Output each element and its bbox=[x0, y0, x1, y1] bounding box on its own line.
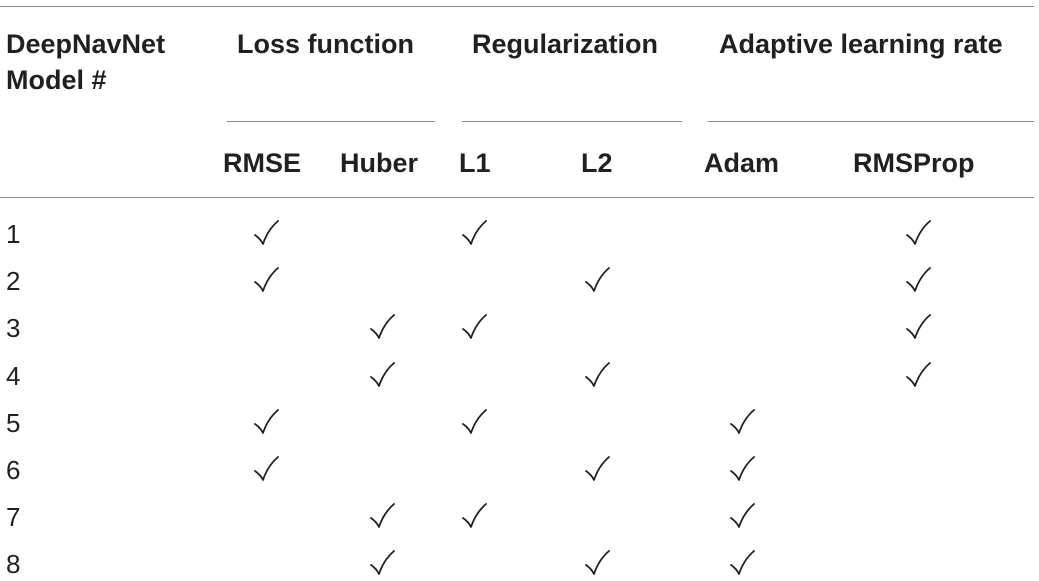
column-header-adam: Adam bbox=[704, 148, 780, 178]
column-header-rmsprop: RMSProp bbox=[853, 148, 975, 178]
table-header-rule bbox=[0, 197, 1034, 198]
checkmark-icon bbox=[729, 503, 755, 529]
row-model-number: 4 bbox=[6, 360, 21, 391]
row-model-number: 8 bbox=[6, 549, 21, 580]
checkmark-icon bbox=[253, 267, 279, 293]
checkmark-icon bbox=[584, 361, 610, 388]
checkmark-icon bbox=[584, 550, 610, 576]
row-model-number: 3 bbox=[6, 313, 21, 344]
checkmark-icon bbox=[729, 456, 755, 482]
table-top-rule bbox=[0, 6, 1034, 7]
checkmark-icon bbox=[905, 314, 931, 340]
checkmark-icon bbox=[369, 314, 395, 340]
column-header-l2: L2 bbox=[581, 148, 613, 178]
checkmark-icon bbox=[253, 220, 279, 246]
column-header-l1: L1 bbox=[459, 148, 491, 178]
checkmark-icon bbox=[729, 550, 755, 576]
row-model-number: 7 bbox=[6, 502, 21, 533]
checkmark-icon bbox=[369, 503, 395, 529]
group-header-adaptive-learning-rate: Adaptive learning rate bbox=[719, 29, 1003, 59]
checkmark-icon bbox=[905, 220, 931, 246]
row-model-number: 2 bbox=[6, 266, 21, 297]
group-rule-regularization bbox=[462, 121, 682, 122]
checkmark-icon bbox=[369, 361, 395, 388]
column-header-rmse: RMSE bbox=[223, 148, 302, 178]
checkmark-icon bbox=[584, 267, 610, 293]
checkmark-icon bbox=[461, 220, 487, 246]
model-header-line1: DeepNavNet bbox=[6, 29, 166, 59]
row-model-number: 5 bbox=[6, 407, 21, 438]
checkmark-icon bbox=[461, 314, 487, 340]
group-rule-adaptive-learning-rate bbox=[708, 121, 1034, 122]
checkmark-icon bbox=[905, 267, 931, 293]
checkmark-icon bbox=[461, 503, 487, 529]
checkmark-icon bbox=[369, 550, 395, 576]
checkmark-icon bbox=[905, 361, 931, 388]
model-header-line2: Model # bbox=[6, 65, 107, 95]
checkmark-icon bbox=[584, 456, 610, 482]
row-model-number: 1 bbox=[6, 219, 21, 249]
row-model-number: 6 bbox=[6, 455, 21, 485]
checkmark-icon bbox=[253, 456, 279, 482]
group-header-regularization: Regularization bbox=[472, 29, 659, 59]
checkmark-icon bbox=[253, 408, 279, 435]
checkmark-icon bbox=[461, 408, 487, 435]
column-header-huber: Huber bbox=[340, 148, 419, 178]
checkmark-icon bbox=[729, 408, 755, 435]
group-header-loss-function: Loss function bbox=[237, 29, 414, 59]
group-rule-loss-function bbox=[227, 121, 435, 122]
